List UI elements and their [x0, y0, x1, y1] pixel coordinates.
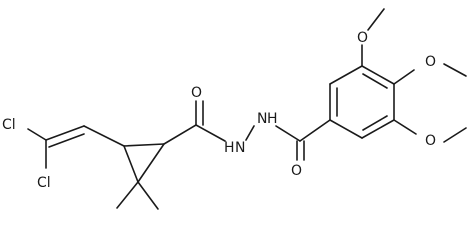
bond-ring-c4-c5 [137, 143, 165, 183]
atom-h-right: H [267, 111, 278, 127]
bond-ring-b2-b3 [329, 65, 363, 85]
bond-c4-carbonyl [163, 124, 197, 145]
atom-o-methoxy-mid: O [425, 54, 436, 70]
atom-labels: Cl Cl O H N N H O O O O [2, 30, 436, 191]
bond-ring-inner-c [362, 115, 388, 131]
atom-o-amide-right: O [291, 163, 302, 179]
atom-cl-upper: Cl [2, 117, 16, 133]
bond-ring-o-bot [393, 119, 417, 135]
bond-ring-o-mid [393, 69, 415, 85]
bond-methyl-a [116, 181, 139, 209]
bond-c1-c2-double-a [45, 125, 85, 141]
bond-c1-cl-upper [27, 128, 47, 141]
bond-c2-c3 [83, 125, 125, 147]
bond-ring-inner-b [362, 73, 388, 89]
bond-o-mid-methyl [443, 63, 467, 77]
bond-ring-c3-c5 [123, 145, 139, 183]
bond-ring-b6-b1 [329, 119, 363, 139]
atom-h-left: H [224, 140, 235, 156]
bond-o-top-methyl [367, 8, 385, 31]
bond-methyl-b [137, 181, 159, 210]
bond-c1-c2-double-b [48, 133, 85, 148]
bond-o-bot-methyl [443, 127, 467, 143]
bond-ring-b3-b4 [361, 65, 395, 85]
chemical-structure-diagram: Cl Cl O H N N H O O O O [2, 8, 467, 210]
atom-o-methoxy-top: O [357, 30, 368, 46]
bond-carbonyl-ring [299, 119, 331, 142]
bond-ring-c3-c4 [123, 143, 165, 147]
bond-n-n [245, 125, 255, 141]
bond-carbonyl-n-left [195, 124, 226, 142]
bond-n-right-carbonyl [275, 125, 301, 142]
atom-o-methoxy-bot: O [425, 133, 436, 149]
atom-cl-lower: Cl [37, 175, 51, 191]
atom-n-left: N [235, 140, 245, 156]
bonds [27, 8, 467, 210]
atom-o-amide-left: O [191, 85, 202, 101]
atom-n-right: N [257, 111, 267, 127]
bond-ring-b5-b6 [361, 119, 395, 139]
